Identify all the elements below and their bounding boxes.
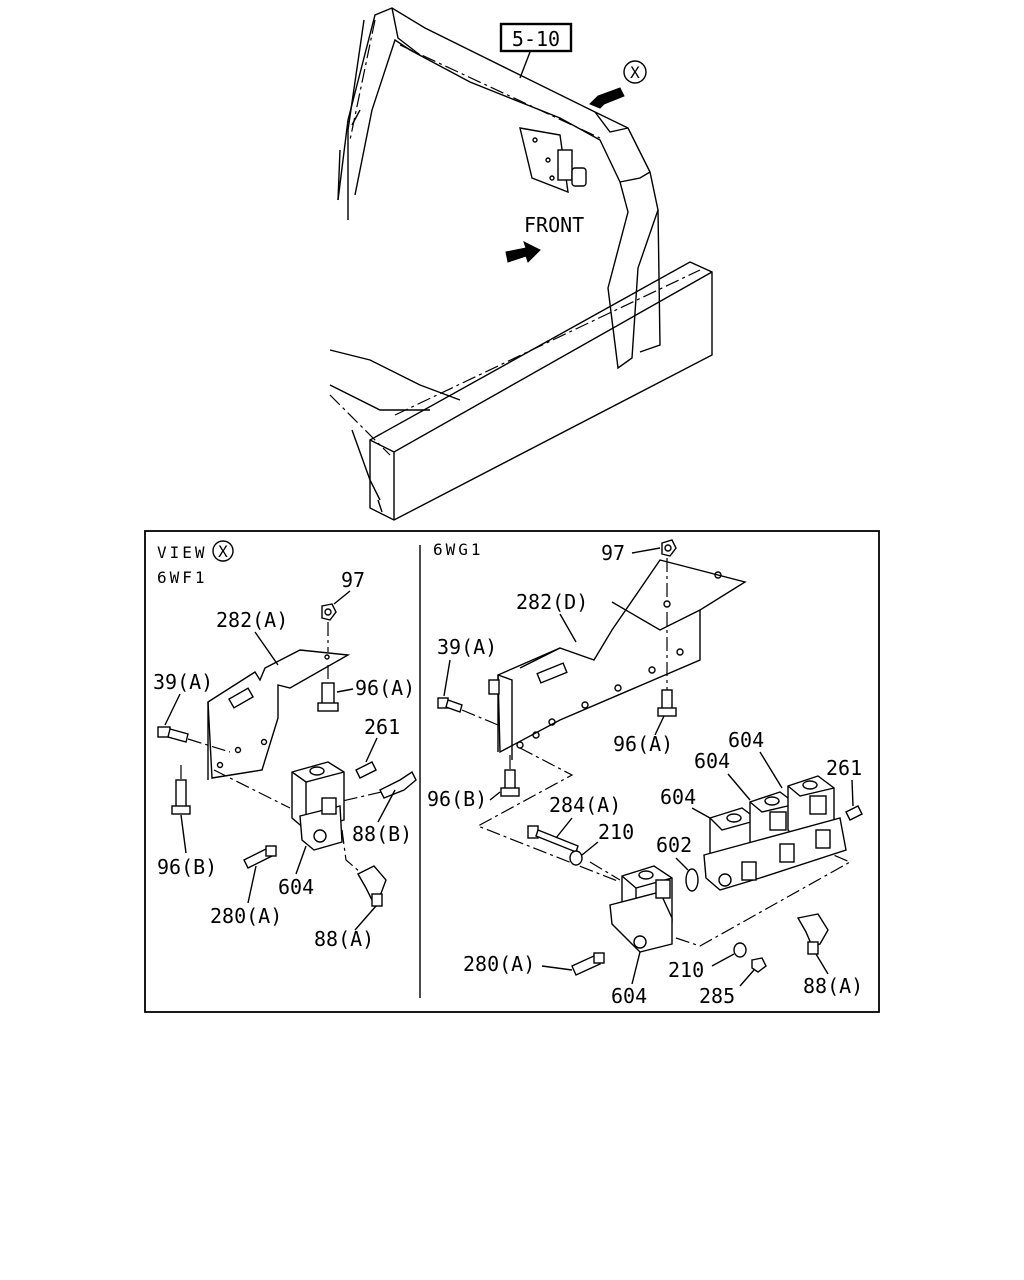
nut-97-right — [661, 539, 677, 557]
label-284a: 284(A) — [549, 793, 621, 817]
washer-210-upper — [569, 850, 583, 866]
nut-97 — [321, 603, 337, 621]
label-280a-right: 280(A) — [463, 952, 535, 976]
view-panel: VIEW X 6WF1 — [144, 530, 880, 1013]
fitting-280a-right — [571, 952, 605, 976]
bracket-282a — [207, 649, 351, 780]
valve-604-single — [609, 865, 673, 953]
label-282a: 282(A) — [216, 608, 288, 632]
label-604-low: 604 — [660, 785, 696, 809]
label-97: 97 — [341, 568, 365, 592]
view-arrow-icon — [589, 87, 625, 109]
label-39a-right: 39(A) — [437, 635, 497, 659]
label-285: 285 — [699, 984, 735, 1008]
fitting-88b — [379, 770, 417, 799]
label-604-single: 604 — [611, 984, 647, 1008]
plug-261-right — [845, 805, 863, 821]
bolt-96b-right — [500, 769, 520, 797]
fitting-88a-left — [357, 865, 387, 907]
chassis-rail — [329, 261, 713, 521]
valve-604-triple — [703, 775, 847, 891]
chassis-overview: 5-10 X FRONT — [329, 7, 713, 521]
washer-210-lower — [733, 942, 747, 958]
view-x-marker: X — [623, 60, 647, 84]
fitting-280a-left — [243, 845, 277, 869]
bolt-39a-right — [437, 697, 463, 713]
label-280a-left: 280(A) — [210, 904, 282, 928]
front-label: FRONT — [524, 213, 584, 237]
label-282d: 282(D) — [516, 590, 588, 614]
variant-label-6wf1: 6WF1 — [157, 568, 208, 587]
label-96a-right: 96(A) — [613, 732, 673, 756]
label-604-mid: 604 — [694, 749, 730, 773]
label-97-right: 97 — [601, 541, 625, 565]
label-96a: 96(A) — [355, 676, 415, 700]
svg-text:X: X — [630, 63, 640, 82]
label-210-upper: 210 — [598, 820, 634, 844]
valve-604 — [291, 761, 345, 851]
label-88a-right: 88(A) — [803, 974, 863, 998]
nut-285 — [751, 957, 767, 973]
variant-6wf1: 6WF1 — [153, 568, 417, 951]
label-261-right: 261 — [826, 756, 862, 780]
bolt-96a-right — [657, 689, 677, 717]
bolt-39a — [157, 726, 189, 743]
front-arrow-icon — [505, 241, 541, 263]
svg-text:5-10: 5-10 — [512, 27, 560, 51]
label-261: 261 — [364, 715, 400, 739]
bolt-96b — [171, 779, 191, 815]
valve-bracket-overview — [519, 127, 587, 194]
fitting-88a-right — [796, 913, 829, 955]
label-96b: 96(B) — [157, 855, 217, 879]
view-title: VIEW — [157, 543, 208, 562]
label-88a-left: 88(A) — [314, 927, 374, 951]
label-96b-right: 96(B) — [427, 787, 487, 811]
bolt-96a — [317, 682, 339, 712]
variant-6wg1: 6WG1 — [427, 539, 863, 1008]
label-39a: 39(A) — [153, 670, 213, 694]
variant-label-6wg1: 6WG1 — [433, 540, 484, 559]
plug-261 — [355, 761, 377, 779]
label-210-lower: 210 — [668, 958, 704, 982]
label-602: 602 — [656, 833, 692, 857]
label-604-top: 604 — [728, 728, 764, 752]
label-88b: 88(B) — [352, 822, 412, 846]
ref-box-5-10[interactable]: 5-10 — [499, 22, 573, 79]
cab-frame — [337, 7, 661, 370]
view-title-marker: X — [218, 542, 228, 561]
label-604-left: 604 — [278, 875, 314, 899]
oring-602 — [685, 868, 699, 892]
